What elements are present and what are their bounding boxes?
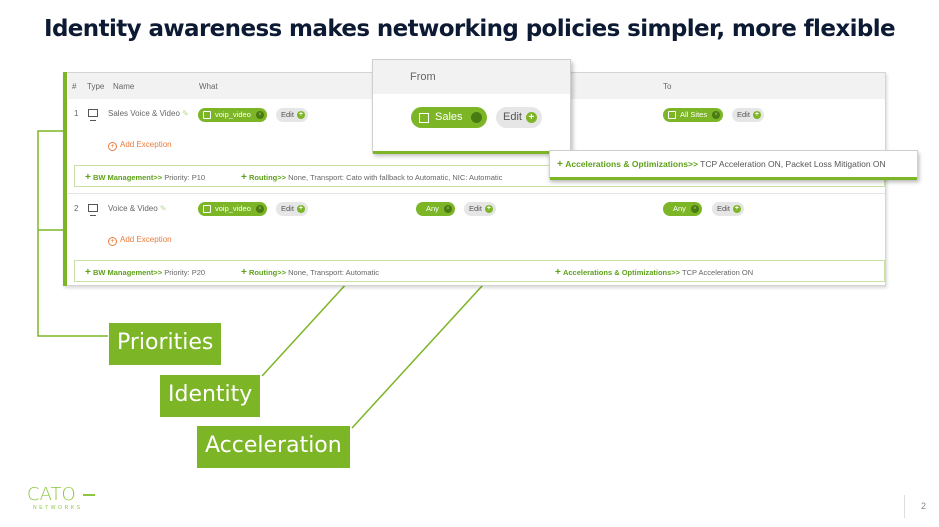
sites-icon [668,111,676,119]
what-pill[interactable]: voip_video× [198,202,267,216]
accelerations-popout[interactable]: + Accelerations & Optimizations>> TCP Ac… [549,150,918,180]
to-edit-button[interactable]: Edit+ [732,108,764,122]
bw-management-option[interactable]: + BW Management>> Priority: P10 [85,172,206,183]
rule-name[interactable]: Sales Voice & Video ✎ [108,109,189,118]
from-column-popout: From Sales Edit+ [372,59,571,154]
rule-name[interactable]: Voice & Video ✎ [108,204,167,213]
add-circle-icon: + [108,237,117,246]
popout-accent [373,151,570,154]
plus-icon: + [525,112,537,123]
cato-logo: CATO [27,484,76,505]
routing-option[interactable]: + Routing>> None, Transport: Cato with f… [241,172,503,183]
add-circle-icon: + [108,142,117,151]
row-number: 1 [74,109,79,118]
cato-logo-subtitle: NETWORKS [33,505,83,511]
routing-option[interactable]: + Routing>> None, Transport: Automatic [241,267,380,278]
priorities-label: Priorities [109,323,222,365]
remove-icon[interactable]: × [443,205,452,213]
remove-icon[interactable] [470,112,482,123]
from-edit-button[interactable]: Edit+ [464,202,496,216]
from-header: From [373,60,570,94]
remove-icon[interactable]: × [712,111,721,119]
from-sales-pill[interactable]: Sales [411,107,487,128]
plus-icon: + [296,205,305,213]
plus-icon: + [296,111,305,119]
computer-icon [88,204,98,216]
from-pill[interactable]: Any× [416,202,455,216]
pencil-icon[interactable]: ✎ [159,204,167,213]
row-number: 2 [74,204,79,213]
add-exception-button[interactable]: +Add Exception [108,235,172,246]
what-edit-button[interactable]: Edit+ [276,202,308,216]
acceleration-label: Acceleration [197,426,350,468]
identity-label: Identity [160,375,261,417]
to-pill[interactable]: All Sites× [663,108,724,122]
popout-accent [550,177,917,180]
page-number: 2 [921,501,927,511]
pencil-icon[interactable]: ✎ [182,109,189,118]
what-edit-button[interactable]: Edit+ [276,108,308,122]
to-pill[interactable]: Any× [663,202,702,216]
col-to: To [663,82,672,91]
remove-icon[interactable]: × [690,205,699,213]
app-group-icon [203,111,211,119]
row-divider [68,193,885,194]
page-number-divider [904,495,905,518]
remove-icon[interactable]: × [255,205,264,213]
plus-icon: + [752,111,761,119]
from-edit-button[interactable]: Edit+ [496,107,542,128]
computer-icon [88,109,98,121]
logo-dash [83,494,95,496]
col-what: What [199,82,218,91]
col-num: # [72,82,77,91]
group-icon [419,113,429,123]
col-name: Name [113,82,135,91]
bw-management-option[interactable]: + BW Management>> Priority: P20 [85,267,206,278]
rule-options-bar: + BW Management>> Priority: P20 + Routin… [74,260,885,282]
remove-icon[interactable]: × [255,111,264,119]
accelerations-option[interactable]: + Accelerations & Optimizations>> TCP Ac… [555,267,754,278]
col-type: Type [87,82,105,91]
to-edit-button[interactable]: Edit+ [712,202,744,216]
plus-icon: + [484,205,493,213]
priorities-bracket [37,130,108,337]
add-exception-button[interactable]: +Add Exception [108,140,172,151]
slide-title: Identity awareness makes networking poli… [43,16,896,42]
what-pill[interactable]: voip_video× [198,108,267,122]
plus-icon: + [732,205,741,213]
app-group-icon [203,205,211,213]
panel-accent-bar [63,72,67,286]
